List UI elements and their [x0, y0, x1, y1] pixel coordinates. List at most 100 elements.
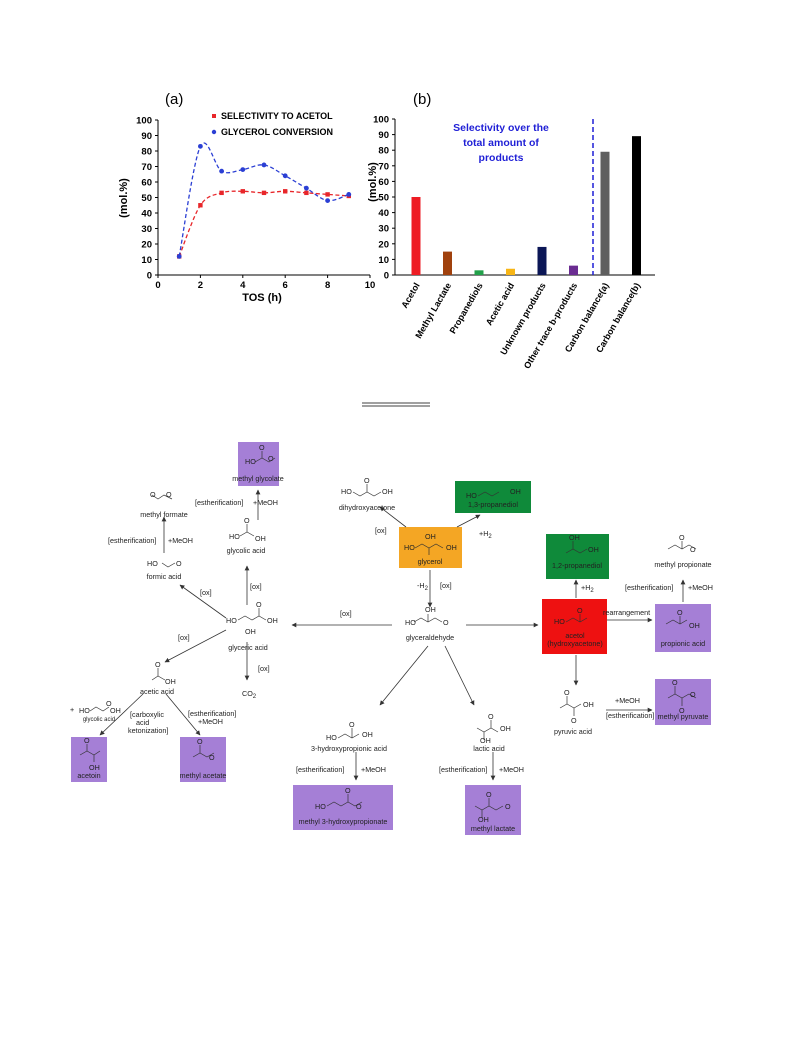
- bar-carbon-balance-b-: [632, 136, 641, 275]
- atom-o: O: [505, 802, 511, 811]
- cond-esterification: [estherification]: [108, 536, 156, 545]
- cond-meoh: +MeOH: [253, 498, 278, 507]
- atom-ho: HO: [341, 487, 352, 496]
- cond-meoh: +MeOH: [615, 696, 640, 705]
- cond-ox: [ox]: [375, 526, 387, 535]
- structure-bonds: [79, 451, 697, 818]
- label-methyl-pyruvate: methyl pyruvate: [658, 712, 709, 721]
- label-dihydroxyacetone: dihydroxyacetone: [339, 503, 395, 512]
- atom-o: O: [176, 559, 182, 568]
- cond-ox: [ox]: [178, 633, 190, 642]
- data-point-selectivity: [219, 190, 224, 196]
- atom-oh: OH: [255, 534, 266, 543]
- atom-o: O: [244, 516, 250, 525]
- atom-ho: HO: [326, 733, 337, 742]
- data-point-conversion: [240, 167, 246, 173]
- x-tick-label: 8: [325, 280, 330, 291]
- box-propionic-acid: [655, 604, 711, 652]
- data-point-conversion: [282, 173, 288, 179]
- cond-esterification: [estherification]: [195, 498, 243, 507]
- y-tick-label: 30: [141, 224, 152, 235]
- atom-o: O: [155, 660, 161, 669]
- y-tick-label: 10: [378, 255, 389, 266]
- label-glycerol: glycerol: [418, 557, 443, 566]
- label-methyl-lactate: methyl lactate: [471, 824, 515, 833]
- y-tick-label: 40: [141, 209, 152, 220]
- y-tick-label: 80: [378, 146, 389, 157]
- atom-oh: OH: [382, 487, 393, 496]
- box-methyl-3-hydroxypropionate: [293, 785, 393, 830]
- label-1-3-propanediol: 1,3-propanediol: [468, 500, 518, 509]
- atom-o: O: [488, 712, 494, 721]
- atom-ho: HO: [466, 491, 477, 500]
- cond-ox: [ox]: [200, 588, 212, 597]
- plus-sign: +: [70, 705, 74, 714]
- legend-marker-selectivity: [212, 114, 216, 118]
- x-tick-label: 0: [155, 280, 160, 291]
- data-point-conversion: [198, 143, 203, 149]
- y-tick-label: 100: [136, 116, 152, 127]
- cond-h2: +H2: [581, 583, 594, 594]
- cond-esterification: [estherification]: [439, 765, 487, 774]
- atom-oh: OH: [583, 700, 594, 709]
- box-1-3-propanediol: [455, 481, 531, 513]
- atom-oh: OH: [425, 532, 436, 541]
- atom-o: O: [268, 454, 274, 463]
- data-point-conversion: [176, 254, 182, 259]
- cond-ketonization-1: [carboxylic: [130, 710, 164, 719]
- box-methyl-pyruvate: [655, 679, 711, 725]
- bar-acetol: [411, 197, 421, 275]
- atom-oh: OH: [362, 730, 373, 739]
- atom-o: O: [679, 533, 685, 542]
- cond-meoh: +MeOH: [688, 583, 713, 592]
- atom-oh: OH: [110, 706, 121, 715]
- atom-o: O: [577, 606, 583, 615]
- label-lactic-acid: lactic acid: [473, 744, 505, 753]
- atom-oh: OH: [267, 616, 278, 625]
- bar-acetic-acid: [506, 268, 515, 275]
- y-tick-label: 60: [141, 178, 152, 189]
- atom-o: O: [197, 737, 203, 746]
- atom-ho: HO: [229, 532, 240, 541]
- y-tick-label: 20: [378, 239, 389, 250]
- cond-ox: [ox]: [258, 664, 270, 673]
- annotation-line-2: total amount of: [463, 137, 539, 149]
- cond-meoh: +MeOH: [499, 765, 524, 774]
- atom-o: O: [677, 608, 683, 617]
- data-point-selectivity: [283, 189, 288, 194]
- label-acetoin: acetoin: [77, 771, 100, 780]
- y-tick-label: 70: [141, 162, 152, 173]
- atom-o: O: [345, 786, 351, 795]
- cond-meoh: +MeOH: [168, 536, 193, 545]
- cond-ox: [ox]: [340, 609, 352, 618]
- label-acetic-acid: acetic acid: [140, 687, 174, 696]
- annotation-line-1: Selectivity over the: [453, 122, 549, 134]
- category-label: Propanediols: [448, 281, 485, 335]
- y-tick-label: 50: [141, 193, 152, 204]
- data-point-selectivity: [325, 192, 330, 197]
- panel-a-label: (a): [165, 91, 183, 108]
- atom-o: O: [564, 688, 570, 697]
- cond-meoh: +MeOH: [198, 717, 223, 726]
- cond-h2: +H2: [479, 529, 492, 540]
- x-tick-label: 10: [365, 280, 376, 291]
- cond-meoh: +MeOH: [361, 765, 386, 774]
- atom-o: O: [571, 716, 577, 725]
- atom-ho: HO: [245, 457, 256, 466]
- y-tick-label: 90: [141, 131, 152, 142]
- cond-rearrangement: rearrangement: [603, 608, 650, 617]
- atom-o: O: [679, 706, 685, 715]
- atom-o: O: [106, 699, 112, 708]
- atom-oh: OH: [480, 736, 491, 745]
- atom-oh: OH: [425, 605, 436, 614]
- label-co2: CO2: [242, 689, 257, 700]
- atom-oh: OH: [165, 677, 176, 686]
- cond-ketonization-3: ketonization]: [128, 726, 168, 735]
- box-methyl-acetate: [180, 737, 226, 782]
- label-glyceric-acid: glyceric acid: [228, 643, 268, 652]
- atom-oh: OH: [500, 724, 511, 733]
- y-tick-label: 20: [141, 240, 152, 251]
- x-tick-label: 4: [240, 280, 246, 291]
